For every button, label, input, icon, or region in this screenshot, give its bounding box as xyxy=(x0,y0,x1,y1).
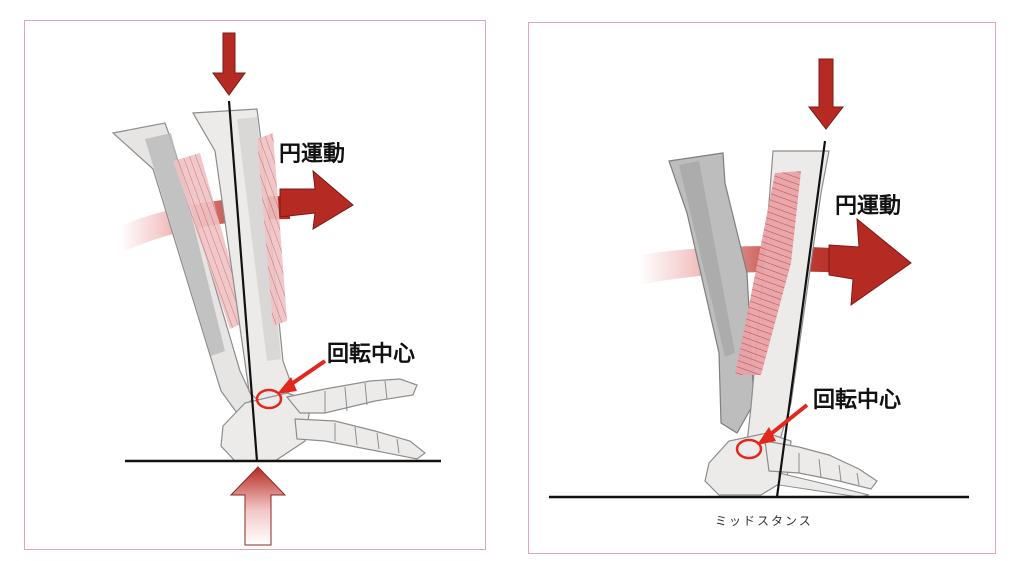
down-arrow xyxy=(212,32,246,96)
panel-left: 円運動 回転中心 xyxy=(24,20,486,550)
diagram-left: 円運動 回転中心 xyxy=(111,32,441,546)
muscle-back xyxy=(173,153,247,329)
pivot-label: 回転中心 xyxy=(327,341,415,367)
panel-right: 円運動 回転中心 ミッドスタンス xyxy=(528,22,996,554)
foot-bones xyxy=(704,432,878,498)
pivot-ring xyxy=(255,388,283,410)
force-line xyxy=(227,100,259,462)
rotation-arrow-head xyxy=(279,169,354,230)
pivot-pointer-arrow xyxy=(757,427,776,445)
up-arrow xyxy=(229,466,287,546)
motion-label: 円運動 xyxy=(279,142,345,167)
pivot-pointer-arrow xyxy=(277,377,297,394)
caption-midstance: ミッドスタンス xyxy=(715,514,813,528)
diagram-right: 円運動 回転中心 ミッドスタンス xyxy=(549,58,969,528)
motion-label: 円運動 xyxy=(835,194,901,219)
pivot-label: 回転中心 xyxy=(813,387,901,413)
muscle-front xyxy=(735,171,801,375)
down-arrow xyxy=(807,58,845,130)
muscle-front xyxy=(257,133,287,326)
foot-bones xyxy=(220,378,426,462)
rotation-arrow-head xyxy=(828,217,912,307)
pivot-ring xyxy=(735,438,763,460)
force-line xyxy=(775,140,827,498)
